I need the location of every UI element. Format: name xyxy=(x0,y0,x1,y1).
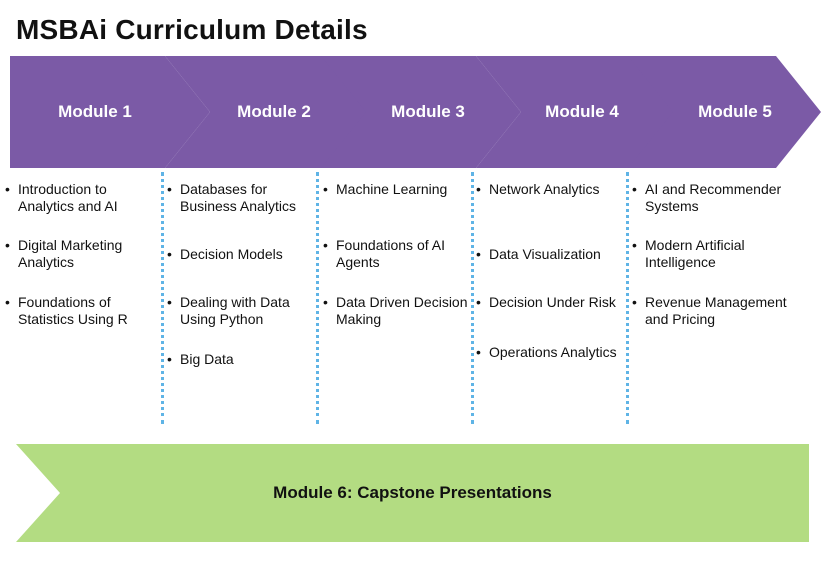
module-1-chevron: Module 1 xyxy=(10,56,210,168)
module-5-chevron-fill xyxy=(628,56,821,168)
module-1-course: Foundations of Statistics Using R xyxy=(5,294,155,328)
module-1-chevron-shape xyxy=(10,56,210,168)
module-4-chevron: Module 4 xyxy=(476,56,676,168)
module-divider-4 xyxy=(626,172,629,424)
capstone-label: Module 6: Capstone Presentations xyxy=(273,483,552,502)
module-2-label: Module 2 xyxy=(237,102,311,121)
capstone-banner-fill xyxy=(16,444,809,542)
module-4-chevron-fill xyxy=(476,56,676,168)
module-2-chevron-shape xyxy=(165,56,367,168)
module-chevron-row: Module 1 Module 2 Module 3 Module 4 Modu… xyxy=(0,56,825,168)
module-3-label: Module 3 xyxy=(391,102,465,121)
module-3-course: Foundations of AI Agents xyxy=(323,237,473,271)
module-3-chevron-fill xyxy=(321,56,521,168)
capstone-banner-shape xyxy=(16,444,809,542)
module-4-course: Decision Under Risk xyxy=(476,294,616,311)
capstone-banner: Module 6: Capstone Presentations xyxy=(16,444,809,542)
module-4-course: Network Analytics xyxy=(476,181,599,198)
module-5-course: Revenue Management and Pricing xyxy=(632,294,812,328)
module-divider-1 xyxy=(161,172,164,424)
module-1-chevron-fill xyxy=(10,56,210,168)
module-5-label: Module 5 xyxy=(698,102,772,121)
module-2-course: Decision Models xyxy=(167,246,283,263)
module-3-course: Machine Learning xyxy=(323,181,447,198)
module-2-course: Databases for Business Analytics xyxy=(167,181,317,215)
page-title: MSBAi Curriculum Details xyxy=(16,14,368,45)
module-4-label: Module 4 xyxy=(545,102,619,121)
module-2-course: Dealing with Data Using Python xyxy=(167,294,317,328)
module-5-course: AI and Recommender Systems xyxy=(632,181,812,215)
module-3-chevron: Module 3 xyxy=(321,56,521,168)
module-2-chevron: Module 2 xyxy=(165,56,367,168)
module-3-course: Data Driven Decision Making xyxy=(323,294,473,328)
module-5-chevron: Module 5 xyxy=(628,56,821,168)
module-4-course: Operations Analytics xyxy=(476,344,617,361)
module-divider-2 xyxy=(316,172,319,424)
module-1-course: Introduction to Analytics and AI xyxy=(5,181,155,215)
module-2-chevron-fill xyxy=(165,56,367,168)
module-3-chevron-shape xyxy=(321,56,521,168)
module-4-chevron-shape xyxy=(476,56,676,168)
module-5-chevron-shape xyxy=(628,56,821,168)
module-1-course: Digital Marketing Analytics xyxy=(5,237,155,271)
module-1-label: Module 1 xyxy=(58,102,132,121)
module-2-course: Big Data xyxy=(167,351,234,368)
module-4-course: Data Visualization xyxy=(476,246,601,263)
module-5-course: Modern Artificial Intelligence xyxy=(632,237,812,271)
